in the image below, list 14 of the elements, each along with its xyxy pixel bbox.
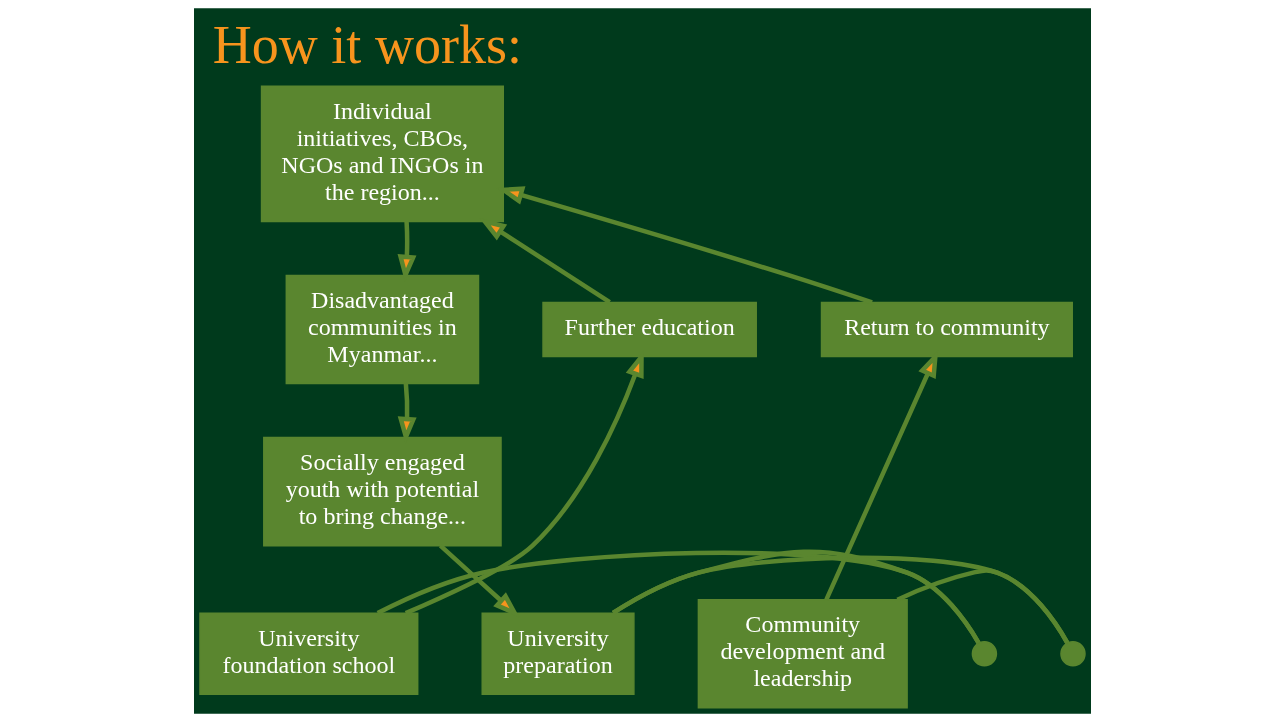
connector	[611, 549, 980, 645]
node-box: Return to community	[820, 301, 1073, 358]
node-box: Community development and leadership	[697, 598, 908, 709]
diagram-title: How it works:	[212, 15, 522, 76]
node-box: University foundation school	[198, 612, 418, 696]
node-box: Individual initiatives, CBOs, NGOs and INGOs in the region...	[260, 85, 504, 223]
node-circle	[971, 641, 997, 667]
node-box: Socially engaged youth with potential to bring change...	[262, 436, 502, 547]
node-box: Further education	[541, 301, 757, 358]
connector	[376, 550, 980, 645]
node-circle	[1059, 641, 1086, 667]
node-box: University preparation	[481, 612, 635, 696]
node-box: Disadvantaged communities in Myanmar...	[285, 274, 479, 385]
connector	[895, 568, 1069, 644]
